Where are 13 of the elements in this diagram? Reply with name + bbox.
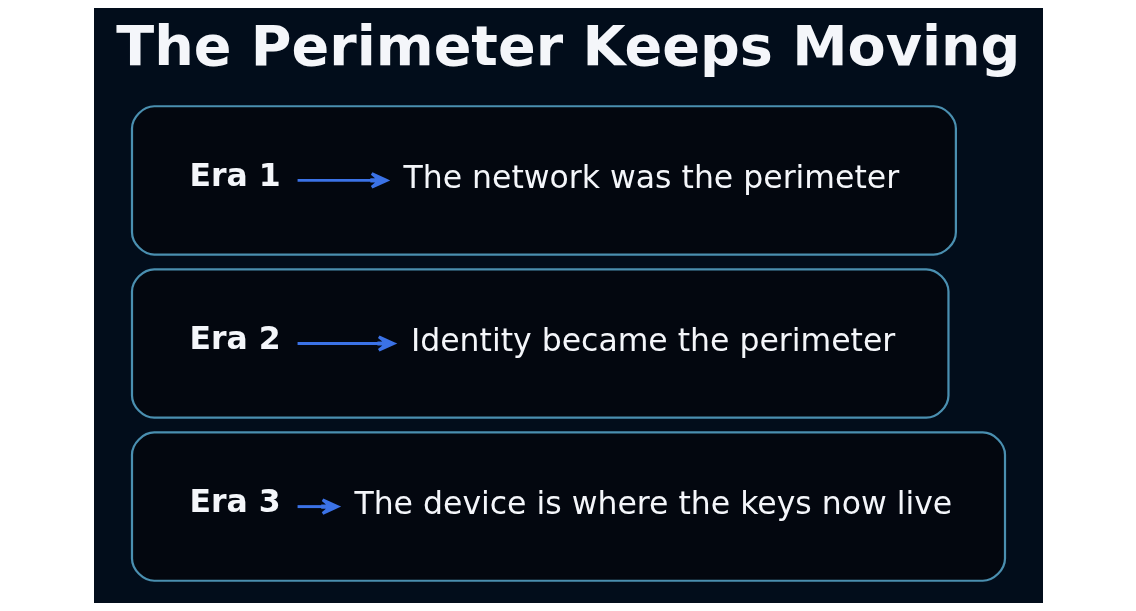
arrow xyxy=(297,172,388,189)
arrow xyxy=(297,335,395,352)
node-text: The network was the perimeter xyxy=(403,158,899,195)
cluster xyxy=(130,431,1006,582)
cluster xyxy=(130,105,957,256)
cluster xyxy=(130,268,950,419)
node-text: The device is where the keys now live xyxy=(353,485,952,522)
node-text: Identity became the perimeter xyxy=(410,322,895,359)
arrow xyxy=(297,498,339,515)
node-text: Era 3 xyxy=(188,483,281,520)
node-text: Era 2 xyxy=(188,320,281,357)
node-text: Era 1 xyxy=(188,157,281,194)
diagram-title: The Perimeter Keeps Moving xyxy=(115,13,1020,79)
